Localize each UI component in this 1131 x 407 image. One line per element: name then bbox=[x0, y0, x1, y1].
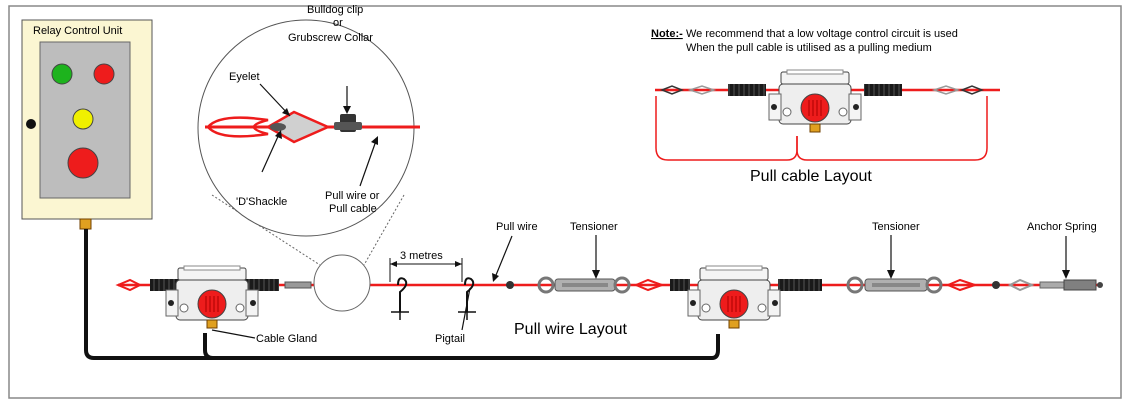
d-shackle-label: 'D'Shackle bbox=[236, 196, 287, 208]
note-heading: Note:- bbox=[651, 28, 683, 40]
note-line-2: When the pull cable is utilised as a pul… bbox=[686, 42, 932, 54]
zoom-source-circle bbox=[313, 254, 371, 312]
pull-cable-layout bbox=[655, 69, 1000, 161]
cable-gland-label: Cable Gland bbox=[256, 333, 317, 345]
bulldog-label-3: Grubscrew Collar bbox=[288, 32, 373, 44]
outer-frame bbox=[8, 5, 1122, 399]
green-lamp bbox=[51, 63, 73, 85]
pull-wire-label: Pull wire bbox=[496, 221, 538, 233]
stop-button bbox=[67, 147, 99, 179]
eyelet-label: Eyelet bbox=[229, 71, 260, 83]
pull-wire-or-label-1: Pull wire or bbox=[325, 190, 380, 202]
three-metres-label: 3 metres bbox=[400, 250, 443, 262]
pull-cable-layout-title: Pull cable Layout bbox=[750, 168, 872, 185]
bulldog-label-2: or bbox=[333, 17, 343, 29]
door-lock bbox=[26, 119, 36, 129]
eyelet-detail bbox=[265, 110, 332, 144]
pigtail-1 bbox=[397, 277, 408, 312]
relay-control-unit bbox=[21, 19, 153, 230]
relay-unit-title: Relay Control Unit bbox=[33, 25, 122, 37]
red-lamp bbox=[93, 63, 115, 85]
control-cable bbox=[84, 229, 720, 360]
note-line-1: We recommend that a low voltage control … bbox=[686, 28, 958, 40]
tensioner-label-2: Tensioner bbox=[872, 221, 920, 233]
tensioner-1 bbox=[506, 276, 631, 294]
pigtail-label: Pigtail bbox=[435, 333, 465, 345]
detail-circle bbox=[197, 19, 420, 237]
tensioner-label-1: Tensioner bbox=[570, 221, 618, 233]
yellow-lamp bbox=[72, 108, 94, 130]
bulldog-label-1: Bulldog clip bbox=[307, 4, 363, 16]
anchor-spring-label: Anchor Spring bbox=[1027, 221, 1097, 233]
tensioner-2 bbox=[846, 276, 943, 294]
pull-wire-or-label-2: Pull cable bbox=[329, 203, 377, 215]
pull-wire-layout-title: Pull wire Layout bbox=[514, 321, 628, 338]
three-metres-dimension bbox=[389, 258, 463, 282]
